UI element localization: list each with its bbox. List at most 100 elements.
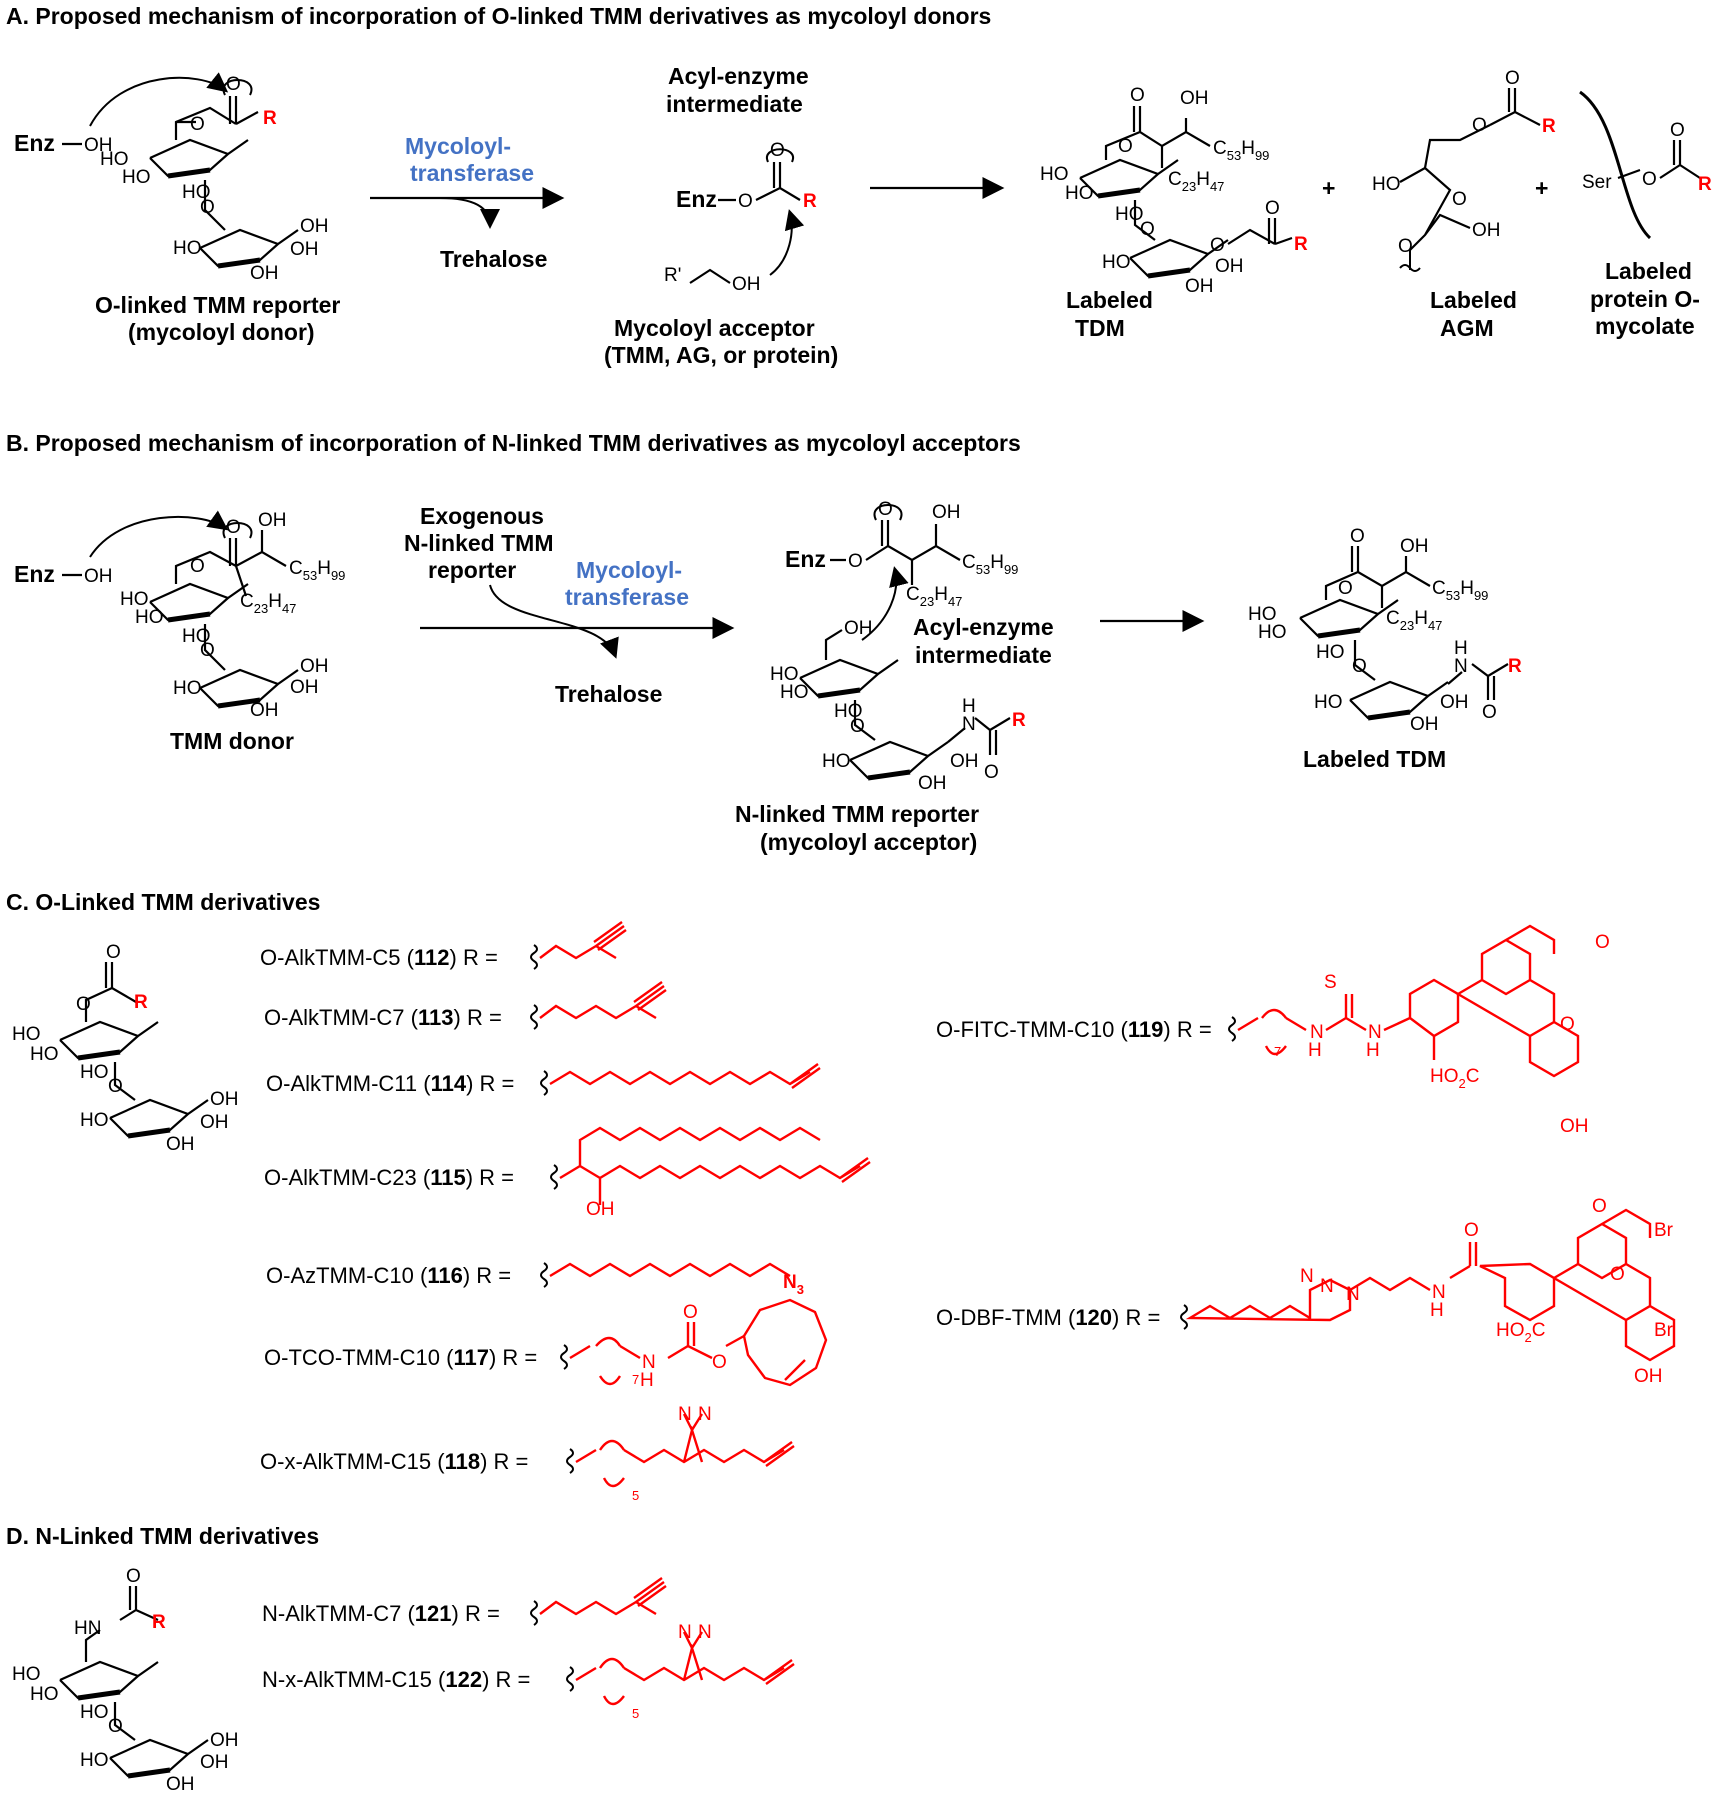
rep-r-group-b: R bbox=[1012, 710, 1026, 731]
r-prime-a: R' bbox=[664, 265, 681, 286]
core-oh-3-c: OH bbox=[166, 1134, 195, 1155]
labeled-tdm-structure-b bbox=[1300, 546, 1509, 718]
tco-n-label: N bbox=[642, 1352, 656, 1373]
enz-intermediate-b: Enz bbox=[785, 546, 826, 572]
acyl-carbonyl-o-a: O bbox=[770, 140, 785, 161]
oh-2-a: OH bbox=[290, 239, 319, 260]
c-wavy-bond-icon bbox=[530, 1004, 538, 1030]
acceptor-a2: (TMM, AG, or protein) bbox=[604, 342, 838, 368]
fitc-n2: N bbox=[1368, 1022, 1382, 1043]
tdmb-oh-2: OH bbox=[1440, 692, 1469, 713]
c-wavy-bond-icon bbox=[560, 1344, 568, 1370]
donor-ho-2-b: HO bbox=[135, 607, 164, 628]
reporter-label-b2: (mycoloyl acceptor) bbox=[760, 829, 977, 855]
donor-glyco-o-b: O bbox=[200, 640, 215, 661]
c-compound-label: O-DBF-TMM (120) R = bbox=[936, 1305, 1160, 1330]
c-wavy-bond-icon bbox=[540, 1262, 548, 1288]
d-core-oh-3: OH bbox=[166, 1774, 195, 1795]
tdmb-c23: C23H47 bbox=[1386, 608, 1442, 633]
agm-link-o: O bbox=[1398, 236, 1413, 257]
tdmb-oh: OH bbox=[1400, 536, 1429, 557]
enz-label-b: Enz bbox=[14, 561, 55, 587]
tdmb-r-group: R bbox=[1508, 656, 1522, 677]
rep-oh-b: OH bbox=[844, 618, 873, 639]
labeled-protein-structure bbox=[1579, 90, 1701, 240]
dbf-r-group bbox=[1185, 1208, 1676, 1362]
ho-2-a: HO bbox=[122, 167, 151, 188]
azide-label: N3 bbox=[783, 1272, 804, 1297]
enz-label-a: Enz bbox=[14, 130, 55, 156]
c-compound-label: O-AzTMM-C10 (116) R = bbox=[266, 1263, 511, 1288]
int-c53-b: C53H99 bbox=[962, 552, 1018, 577]
tdmb-carbonyl-o: O bbox=[1350, 526, 1365, 547]
enz-intermediate-a: Enz bbox=[676, 186, 717, 212]
c-compound-label: O-AlkTMM-C11 (114) R = bbox=[266, 1071, 514, 1096]
tdmb-amide-o: O bbox=[1482, 702, 1497, 723]
core-r-group-c: R bbox=[134, 992, 148, 1013]
tco-repeat-7: 7 bbox=[632, 1372, 639, 1387]
enzyme-name-b1: Mycoloyl- bbox=[576, 557, 682, 583]
donor-carbonyl-o-b: O bbox=[226, 517, 241, 538]
d-core-ho-1: HO bbox=[12, 1664, 41, 1685]
exogenous-b1: Exogenous bbox=[420, 503, 544, 529]
product-agm-a2: AGM bbox=[1440, 315, 1494, 341]
n-linked-compound-list: N-AlkTMM-C7 (121) R =N-x-AlkTMM-C15 (122… bbox=[262, 1600, 574, 1692]
rep-oh-2-b: OH bbox=[950, 751, 979, 772]
fitc-ketone-o: O bbox=[1595, 932, 1610, 953]
product-protein-a3: mycolate bbox=[1595, 313, 1695, 339]
d-core-carbonyl-o: O bbox=[126, 1566, 141, 1587]
dbf-ring-o: O bbox=[1610, 1264, 1625, 1285]
dbf-amide-n: N bbox=[1432, 1282, 1446, 1303]
tdmb-oh-3: OH bbox=[1410, 714, 1439, 735]
fitc-s: S bbox=[1324, 972, 1337, 993]
acceptor-a1: Mycoloyl acceptor bbox=[614, 315, 815, 341]
ho-4-a: HO bbox=[173, 238, 202, 259]
fitc-ring-o: O bbox=[1560, 1014, 1575, 1035]
protein-carbonyl-o: O bbox=[1670, 120, 1685, 141]
carbonyl-o-a: O bbox=[226, 74, 241, 95]
intermediate-b2: intermediate bbox=[915, 642, 1052, 668]
d-wavy-bond-icon bbox=[566, 1666, 574, 1692]
donor-label-b: TMM donor bbox=[170, 728, 294, 754]
acyl-o-a: O bbox=[738, 191, 753, 212]
tdmb-nh-h: H bbox=[1454, 638, 1468, 659]
donor-ester-o-b: O bbox=[190, 556, 205, 577]
tdmb-nh-n: N bbox=[1454, 656, 1468, 677]
int-carbonyl-o-b: O bbox=[878, 499, 893, 520]
tdm-ho-2-a: HO bbox=[1065, 183, 1094, 204]
tdmb-ho-2: HO bbox=[1258, 622, 1287, 643]
tdm-oh-3-a: OH bbox=[1185, 276, 1214, 297]
fitc-h2: H bbox=[1366, 1040, 1380, 1061]
triazole-n3: N bbox=[1346, 1284, 1360, 1305]
donor-ho-1-b: HO bbox=[120, 589, 149, 610]
x-alk-repeat-5-d: 5 bbox=[632, 1706, 639, 1721]
o-linked-compound-list: O-AlkTMM-C5 (112) R =O-AlkTMM-C7 (113) R… bbox=[260, 944, 1236, 1474]
core-ho-4-c: HO bbox=[80, 1110, 109, 1131]
diazirine-n2-d: N bbox=[698, 1622, 712, 1643]
enzyme-name-a2: transferase bbox=[410, 160, 534, 186]
diazirine-n1-c: N bbox=[678, 1404, 692, 1425]
donor-oh-4-b: OH bbox=[250, 700, 279, 721]
r-group-intermediate-a: R bbox=[803, 191, 817, 212]
rep-ho-4-b: HO bbox=[822, 751, 851, 772]
enz-oh-b: OH bbox=[84, 566, 113, 587]
tdmb-c53: C53H99 bbox=[1432, 578, 1488, 603]
x-alk-repeat-5-c: 5 bbox=[632, 1488, 639, 1503]
tdm-carbonyl2-o-a: O bbox=[1265, 198, 1280, 219]
dbf-amide-h: H bbox=[1430, 1300, 1444, 1321]
tdm-oh-a: OH bbox=[1180, 88, 1209, 109]
int-oh-b: OH bbox=[932, 502, 961, 523]
exogenous-b3: reporter bbox=[428, 557, 516, 583]
rep-ho-2-b: HO bbox=[780, 682, 809, 703]
tco-ester-o: O bbox=[712, 1352, 727, 1373]
d-core-ho-2: HO bbox=[30, 1684, 59, 1705]
c-compound-label: O-x-AlkTMM-C15 (118) R = bbox=[260, 1449, 528, 1474]
agm-r-group: R bbox=[1542, 116, 1556, 137]
tdm-r-group-a: R bbox=[1294, 234, 1308, 255]
c-compound-label: O-FITC-TMM-C10 (119) R = bbox=[936, 1017, 1212, 1042]
tdm-carbonyl-o-a: O bbox=[1130, 85, 1145, 106]
plus-2-a: + bbox=[1535, 175, 1548, 201]
ho-3-a: HO bbox=[182, 182, 211, 203]
dbf-br-2: Br bbox=[1654, 1320, 1674, 1341]
c-wavy-bond-icon bbox=[566, 1448, 574, 1474]
